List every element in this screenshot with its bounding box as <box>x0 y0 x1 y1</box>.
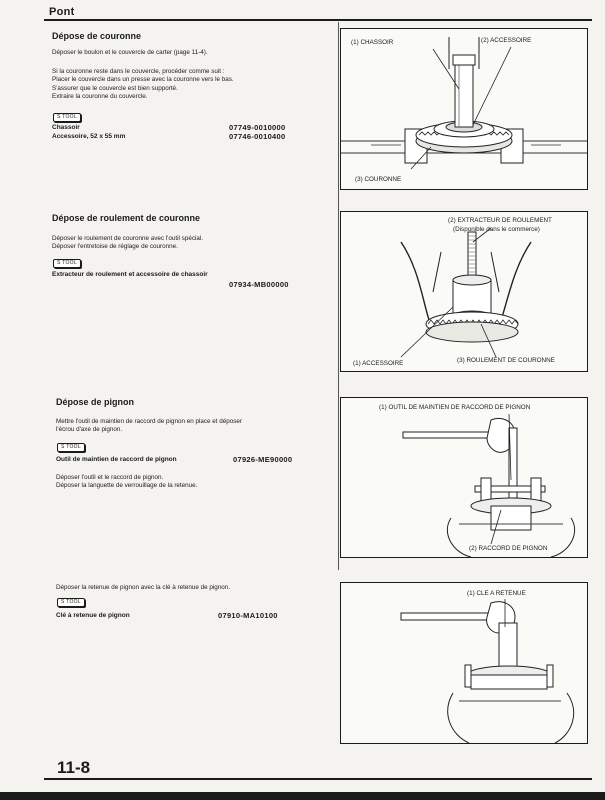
figure-cle-retenue-drawing <box>400 599 575 743</box>
figure-label: (2) ACCESSOIRE <box>481 37 532 44</box>
figure-couronne-drawing <box>341 37 587 170</box>
text-line: Mettre l'outil de maintien de raccord de… <box>56 418 243 425</box>
figure-label: (2) RACCORD DE PIGNON <box>469 545 548 552</box>
figure-label: (1) CHASSOIR <box>351 39 394 46</box>
figure-cle-retenue: (1) CLE A RETENUE <box>340 582 588 744</box>
figure-label: (3) ROULEMENT DE COURONNE <box>457 357 555 364</box>
section1-procedure: Si la couronne reste dans le couvercle, … <box>52 68 234 101</box>
section1-intro: Déposer le boulon et le couvercle de car… <box>52 49 208 57</box>
figure-label: (3) COURONNE <box>355 176 402 183</box>
special-tool-icon: S TOOL <box>53 259 81 268</box>
section-title-roulement: Dépose de roulement de couronne <box>52 213 201 223</box>
column-divider <box>338 22 339 570</box>
tool-name: Clé à retenue de pignon <box>56 612 130 619</box>
text-line: Extraire la couronne du couvercle. <box>52 92 148 100</box>
tool-number: 07934-MB00000 <box>229 280 289 289</box>
footer-rule <box>44 778 592 780</box>
tool-number: 07910-MA10100 <box>218 611 278 620</box>
figure-pignon: (1) OUTIL DE MAINTIEN DE RACCORD DE PIGN… <box>340 397 588 558</box>
figure-label: (1) ACCESSOIRE <box>353 360 404 367</box>
special-tool-icon: S TOOL <box>53 113 81 122</box>
text-line: Déposer le boulon et le couvercle de car… <box>52 49 208 56</box>
text-line: Déposer l'outil et le raccord de pignon. <box>56 474 164 481</box>
chapter-title: Pont <box>49 6 75 18</box>
text-line: Déposer la retenue de pignon avec la clé… <box>56 584 230 591</box>
figure-pignon-drawing <box>402 413 576 557</box>
figure-couronne: (1) CHASSOIR (2) ACCESSOIRE (3) COURONNE <box>340 28 588 190</box>
section2-procedure: Déposer le roulement de couronne avec l'… <box>52 235 203 252</box>
text-line: Déposer la languette de verrouillage de … <box>56 482 198 490</box>
section3-procedure: Mettre l'outil de maintien de raccord de… <box>56 418 242 435</box>
page-number: 11-8 <box>57 758 91 777</box>
text-line: Déposer l'entretoise de réglage de couro… <box>52 243 178 251</box>
tool-name: Outil de maintien de raccord de pignon <box>56 456 177 463</box>
section-title-pignon: Dépose de pignon <box>56 397 135 407</box>
tool-name: Extracteur de roulement et accessoire de… <box>52 271 208 278</box>
text-line: l'écrou d'axe de pignon. <box>56 426 123 434</box>
figure-label: (2) EXTRACTEUR DE ROULEMENT <box>448 217 552 224</box>
text-line: Déposer le roulement de couronne avec l'… <box>52 235 204 242</box>
tool-number: 07749-0010000 <box>229 123 286 132</box>
figure-roulement: (2) EXTRACTEUR DE ROULEMENT (Disponible … <box>340 211 588 372</box>
tool-name: Chassoir <box>52 124 80 131</box>
section3-followup: Déposer l'outil et le raccord de pignon.… <box>56 474 197 491</box>
tool-number: 07926-ME90000 <box>233 455 293 464</box>
figure-label: (1) CLE A RETENUE <box>467 590 526 597</box>
section-title-couronne: Dépose de couronne <box>52 31 142 41</box>
section4-procedure: Déposer la retenue de pignon avec la clé… <box>56 584 230 592</box>
text-line: Si la couronne reste dans le couvercle, … <box>52 68 225 75</box>
tool-name: Accessoire, 52 x 55 mm <box>52 133 126 140</box>
header-rule <box>44 19 592 21</box>
special-tool-icon: S TOOL <box>57 598 85 607</box>
text-line: Placer le couvercle dans un presse avec … <box>52 76 234 84</box>
figure-label: (Disponible dans le commerce) <box>453 226 540 233</box>
figure-label: (1) OUTIL DE MAINTIEN DE RACCORD DE PIGN… <box>379 404 531 411</box>
special-tool-icon: S TOOL <box>57 443 85 452</box>
scan-edge <box>0 792 605 800</box>
text-line: S'assurer que le couvercle est bien supp… <box>52 84 178 92</box>
tool-number: 07746-0010400 <box>229 132 286 141</box>
figure-roulement-drawing <box>400 227 532 358</box>
